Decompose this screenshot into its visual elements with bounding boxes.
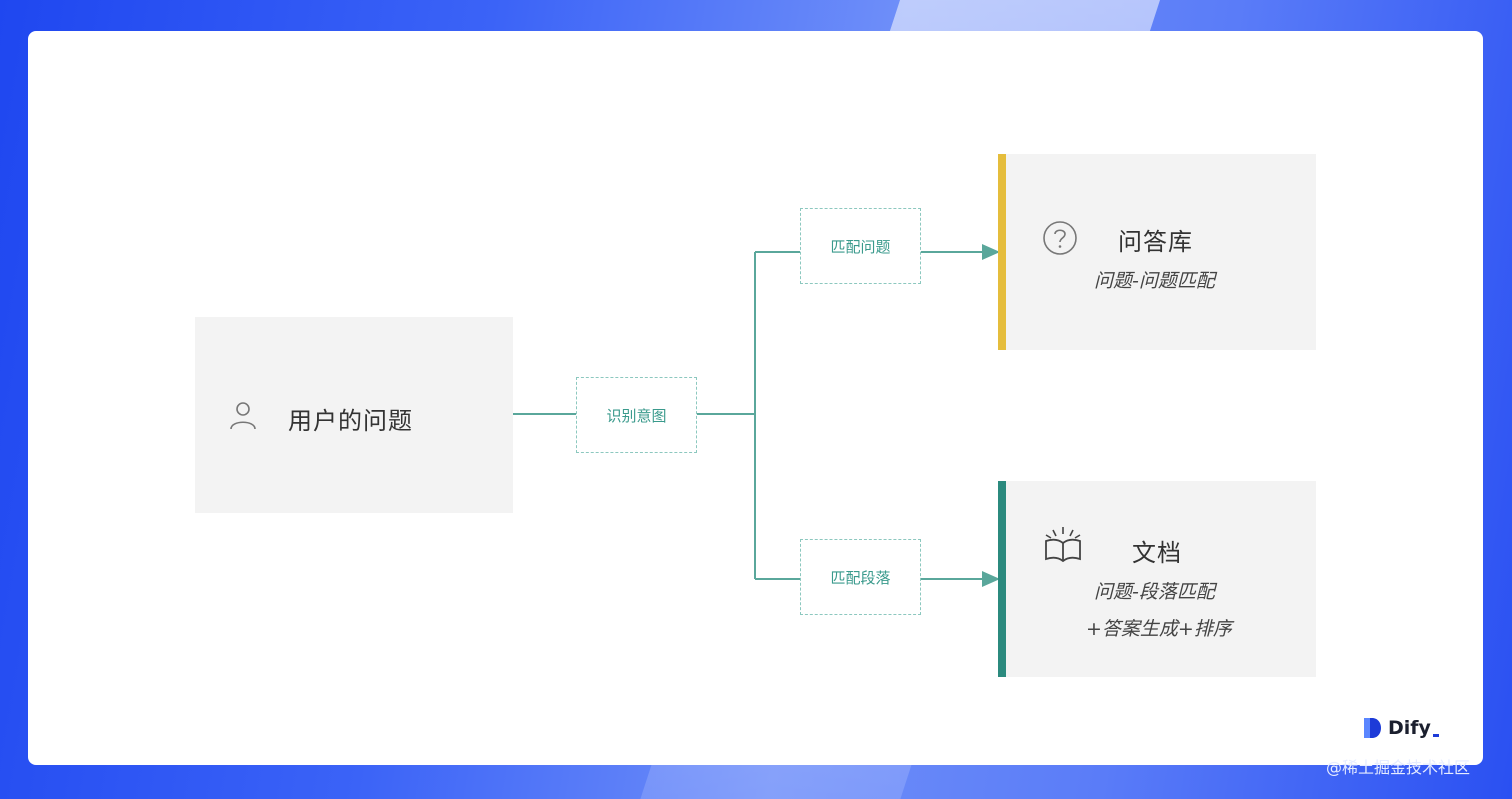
edge-label-match-paragraph-box: 匹配段落 <box>800 539 921 615</box>
dify-logo-text: Dify <box>1388 717 1431 739</box>
dify-logo-dot <box>1432 733 1439 737</box>
watermark-text: @稀土掘金技术社区 <box>1326 758 1471 777</box>
document-title: 文档 <box>1132 539 1182 567</box>
dify-logo-icon <box>1364 718 1381 738</box>
user-icon <box>230 402 256 430</box>
qa-accent-bar <box>998 154 1006 350</box>
document-box: 文档 问题-段落匹配 +答案生成+排序 <box>998 481 1316 677</box>
qa-library-box: 问答库 问题-问题匹配 <box>998 154 1316 350</box>
user-question-label: 用户的问题 <box>288 407 413 435</box>
question-circle-icon <box>1043 221 1077 255</box>
edge-label-match-question: 匹配问题 <box>830 237 891 256</box>
intent-label: 识别意图 <box>606 406 667 425</box>
qa-library-subtitle: 问题-问题匹配 <box>1094 270 1215 292</box>
qa-library-title: 问答库 <box>1118 228 1193 256</box>
edge-label-match-paragraph: 匹配段落 <box>830 568 891 587</box>
diagram-card: 用户的问题 识别意图 匹配问题 匹配段落 问答库 问题-问题匹配 <box>28 31 1483 765</box>
document-subtitle: 问题-段落匹配 <box>1094 581 1215 603</box>
document-accent-bar <box>998 481 1006 677</box>
user-question-box: 用户的问题 <box>195 317 513 513</box>
document-subtitle-2: +答案生成+排序 <box>1086 618 1232 640</box>
dify-logo: Dify <box>1362 717 1439 739</box>
edge-label-match-question-box: 匹配问题 <box>800 208 921 284</box>
intent-label-box: 识别意图 <box>576 377 697 453</box>
open-book-icon <box>1045 527 1081 563</box>
